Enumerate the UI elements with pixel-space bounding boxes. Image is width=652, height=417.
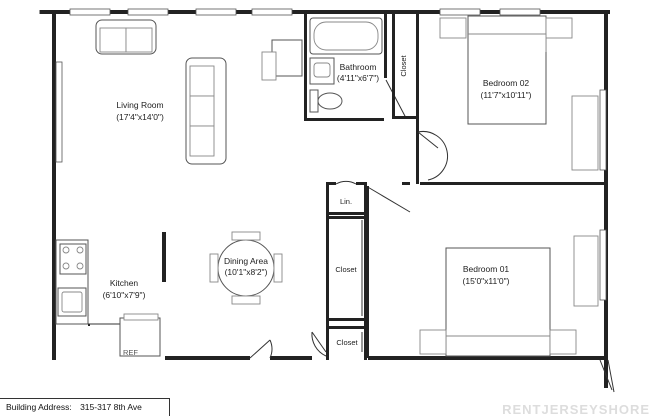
- building-address-label: Building Address:: [6, 402, 72, 412]
- sofa-right: [185, 57, 227, 165]
- closet-bath-label: Closet: [399, 54, 408, 76]
- refrigerator: [119, 313, 161, 357]
- bed-01: [419, 235, 599, 357]
- bedroom01-dims: (15'0"x11'0"): [463, 276, 510, 286]
- closet-mid-label: Closet: [335, 265, 357, 274]
- sink: [309, 57, 335, 85]
- desk: [261, 39, 303, 81]
- bathtub: [309, 17, 383, 55]
- bed-02: [439, 15, 599, 171]
- top-windows: [69, 8, 541, 16]
- living-room-name: Living Room: [116, 100, 163, 110]
- ref-label: REF: [123, 348, 138, 357]
- bathroom-name: Bathroom: [340, 62, 377, 72]
- bedroom01-walls: [366, 186, 369, 358]
- bedroom02-walls: [402, 14, 608, 185]
- right-windows: [599, 89, 607, 301]
- closet-bottom-label: Closet: [336, 338, 358, 347]
- linen-label: Lin.: [340, 197, 352, 206]
- hall-door-arcs: [311, 180, 411, 357]
- entry-door: [249, 339, 273, 359]
- kitchen-name: Kitchen: [110, 278, 139, 288]
- bathroom-door: [385, 79, 407, 119]
- building-address: Building Address: 315-317 8th Ave: [0, 398, 170, 416]
- dining-area-name: Dining Area: [224, 256, 268, 266]
- sofa-top: [95, 19, 157, 55]
- dining-table: [209, 231, 283, 305]
- toilet: [309, 89, 343, 113]
- bedroom02-door: [417, 131, 448, 181]
- left-window: [55, 61, 63, 163]
- partition-stub: [162, 232, 166, 282]
- bedroom01-name: Bedroom 01: [463, 264, 510, 274]
- brand-watermark: RENTJERSEYSHORE: [502, 402, 650, 417]
- dining-area-dims: (10'1"x8'2"): [225, 267, 268, 277]
- bathroom-dims: (4'11"x6'7"): [337, 73, 379, 83]
- hall-closets: [326, 182, 367, 360]
- building-address-value: 315-317 8th Ave: [80, 402, 142, 412]
- living-room-dims: (17'4"x14'0"): [116, 112, 164, 122]
- bathroom-walls: [304, 14, 387, 121]
- kitchen-dims: (6'10"x7'9"): [103, 290, 146, 300]
- bedroom02-dims: (11'7"x10'11"): [480, 90, 531, 100]
- bedroom02-name: Bedroom 02: [483, 78, 530, 88]
- kitchen-counter: [55, 239, 121, 356]
